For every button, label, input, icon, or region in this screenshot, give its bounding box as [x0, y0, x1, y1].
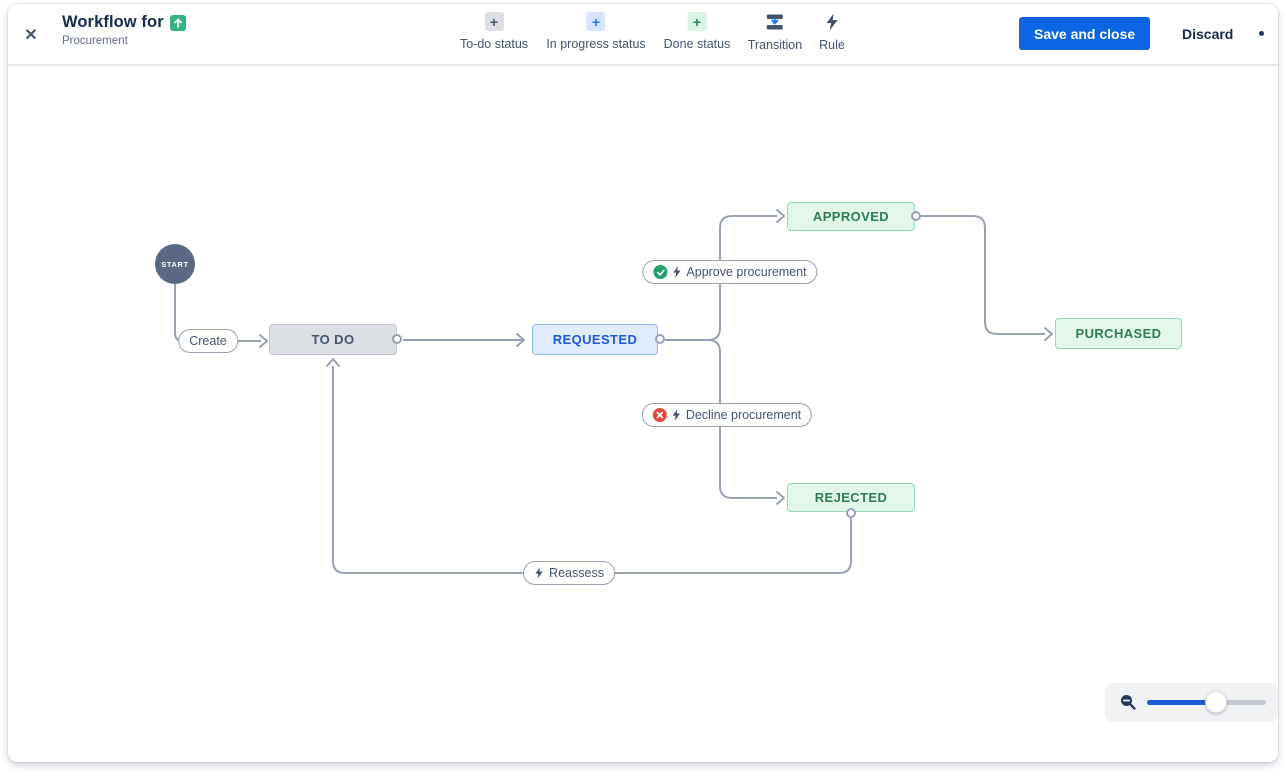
start-node[interactable]: START: [155, 244, 195, 284]
add-inprogress-status-button[interactable]: + In progress status: [546, 12, 646, 51]
discard-button[interactable]: Discard: [1168, 17, 1247, 50]
status-node-todo[interactable]: TO DO: [269, 324, 397, 355]
close-button[interactable]: ✕: [18, 23, 44, 49]
tool-label: In progress status: [546, 37, 646, 51]
add-rule-button[interactable]: Rule: [819, 12, 845, 52]
tool-label: Transition: [747, 38, 803, 52]
editor-header: ✕ Workflow for Procurement + To-do statu…: [8, 4, 1278, 66]
zoom-slider-fill: [1147, 700, 1217, 705]
transition-icon: [765, 12, 785, 32]
status-label: REQUESTED: [552, 332, 638, 347]
connector-handle[interactable]: [655, 334, 665, 344]
status-label: APPROVED: [812, 209, 890, 224]
add-transition-button[interactable]: Transition: [748, 12, 802, 52]
plus-icon: +: [586, 12, 606, 31]
start-node-label: START: [161, 259, 189, 269]
workflow-editor-window: ✕ Workflow for Procurement + To-do statu…: [8, 4, 1278, 762]
lightning-icon: [534, 567, 544, 579]
transition-label: Decline procurement: [685, 408, 802, 422]
plus-icon: +: [687, 12, 707, 31]
zoom-out-button[interactable]: [1117, 692, 1139, 714]
status-node-purchased[interactable]: PURCHASED: [1055, 318, 1182, 349]
arrow-up-icon: [169, 14, 186, 31]
plus-icon: +: [484, 12, 504, 31]
close-icon: ✕: [24, 27, 38, 44]
tool-label: Rule: [819, 38, 845, 52]
status-label: REJECTED: [814, 490, 888, 505]
transition-label: Reassess: [549, 566, 604, 580]
magnifier-minus-icon: [1119, 694, 1137, 714]
transition-label: Create: [189, 334, 227, 348]
status-label: TO DO: [311, 332, 355, 347]
transition-decline-procurement[interactable]: Decline procurement: [641, 403, 813, 427]
page-title: Workflow for: [62, 13, 164, 31]
connector-handle[interactable]: [392, 334, 402, 344]
connector-handle[interactable]: [911, 211, 921, 221]
transition-create[interactable]: Create: [178, 329, 238, 353]
transition-approve-procurement[interactable]: Approve procurement: [642, 260, 818, 284]
add-done-status-button[interactable]: + Done status: [663, 12, 731, 51]
status-node-requested[interactable]: REQUESTED: [532, 324, 658, 355]
tool-label: To-do status: [459, 37, 529, 51]
check-circle-icon: [653, 265, 668, 279]
lightning-icon: [822, 12, 842, 32]
cross-circle-icon: [652, 408, 667, 422]
add-todo-status-button[interactable]: + To-do status: [460, 12, 528, 51]
save-and-close-button[interactable]: Save and close: [1019, 17, 1151, 50]
zoom-control-panel: [1105, 683, 1278, 722]
tool-label: Done status: [663, 37, 731, 51]
transition-label: Approve procurement: [686, 265, 807, 279]
lightning-icon: [672, 266, 681, 278]
zoom-slider-thumb[interactable]: [1205, 691, 1228, 713]
more-indicator-dot: [1259, 31, 1264, 36]
lightning-icon: [672, 409, 681, 421]
connector-handle[interactable]: [846, 508, 856, 518]
status-label: PURCHASED: [1075, 326, 1162, 341]
title-block: Workflow for Procurement: [62, 13, 186, 47]
status-node-approved[interactable]: APPROVED: [787, 202, 915, 231]
transition-reassess[interactable]: Reassess: [523, 561, 615, 585]
workflow-subtitle: Procurement: [62, 35, 128, 47]
